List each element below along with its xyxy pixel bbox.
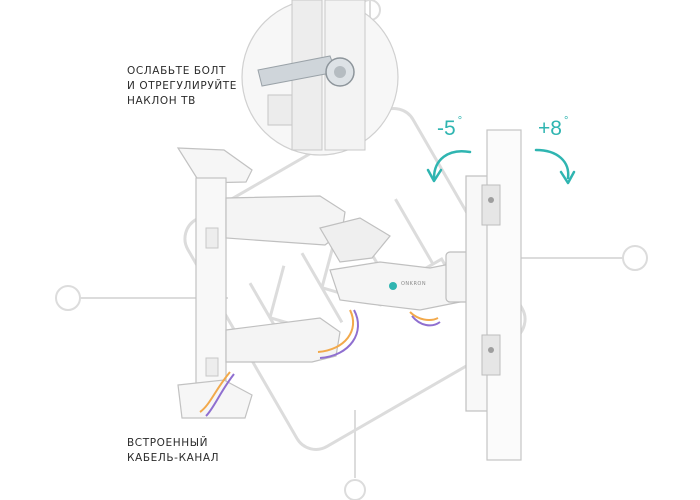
- tilt-plus-label: +8°: [538, 115, 569, 141]
- tilt-head: [445, 129, 522, 461]
- tilt-minus-label: -5°: [437, 115, 463, 141]
- loosen-line-1: Ослабьте болт: [127, 65, 227, 77]
- upper-arm: [225, 195, 391, 263]
- degree-mark: °: [457, 115, 463, 127]
- brand-badge: ONKRON: [401, 281, 427, 287]
- tilt-arrows: [426, 148, 576, 185]
- arrow-minus-icon: [432, 149, 472, 180]
- tilt-plus-value: +8: [538, 117, 562, 140]
- arrow-plus-icon: [534, 148, 570, 180]
- loosen-line-3: наклон ТВ: [127, 95, 196, 107]
- cable-channel-caption: Встроенный кабель-канал: [127, 436, 219, 466]
- detail-magnifier: [241, 0, 399, 156]
- tilt-minus-value: -5: [437, 117, 456, 140]
- cable-line-2: кабель-канал: [127, 452, 220, 464]
- wall-plate: [176, 147, 253, 419]
- loosen-line-2: и отрегулируйте: [127, 80, 238, 92]
- cable-line-1: Встроенный: [127, 437, 209, 449]
- brand-dot: [389, 282, 397, 290]
- degree-mark: °: [563, 115, 569, 127]
- lower-arm: [225, 317, 341, 363]
- loosen-bolt-caption: Ослабьте болт и отрегулируйте наклон ТВ: [127, 64, 237, 109]
- cable-channel: [199, 309, 441, 417]
